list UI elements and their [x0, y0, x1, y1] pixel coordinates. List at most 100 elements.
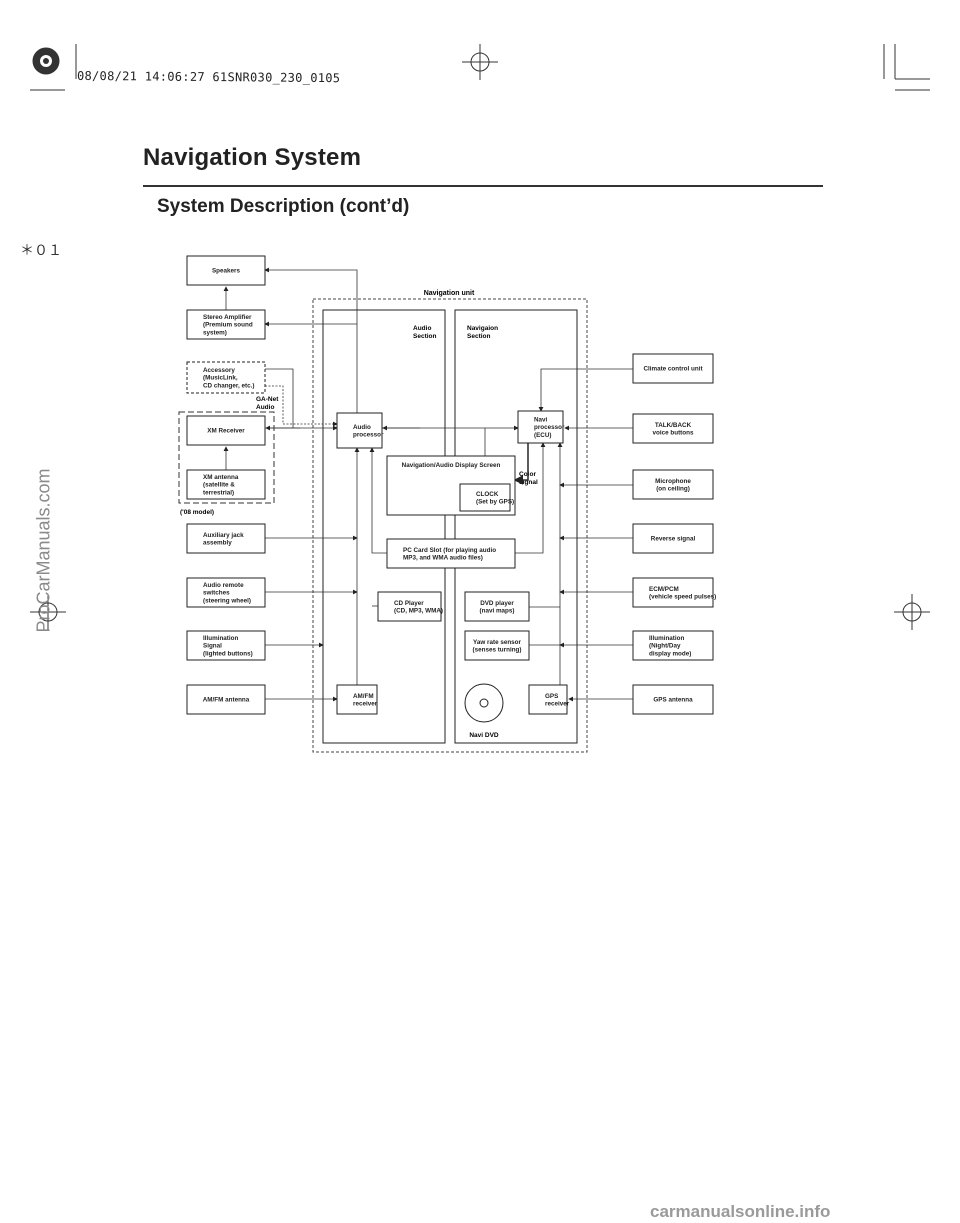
section-title: System Description (cont’d) — [157, 196, 410, 217]
audio-remote-label: switches — [203, 590, 230, 597]
audio-remote-label: Audio remote — [203, 582, 244, 589]
auxiliary-jack-label: assembly — [203, 540, 232, 547]
talk-back-label: voice buttons — [653, 430, 694, 437]
illumination-signal-box — [186, 630, 266, 661]
connection-lines — [223, 267, 633, 702]
audio-section-box — [322, 309, 446, 744]
speakers-label: Speakers — [212, 268, 241, 275]
xm-antenna-label: (satellite & — [203, 482, 235, 489]
audio-processor-label: processor — [353, 432, 384, 439]
gps-receiver-label: receiver — [545, 701, 570, 708]
gps-receiver-label: GPS — [545, 693, 558, 700]
accessory-label: CD changer, etc.) — [203, 383, 254, 390]
audio-section-label-line2: Section — [413, 333, 437, 340]
stereo-amplifier-box — [186, 309, 266, 340]
crosshair-top-center-icon — [462, 44, 498, 80]
illumination-night-day-label: (Night/Day — [649, 643, 681, 650]
microphone-label: (on ceiling) — [656, 486, 690, 493]
climate-control-box — [632, 353, 714, 384]
navi-processor-label: processor — [534, 424, 565, 431]
stereo-amplifier-label: Stereo Amplifier — [203, 314, 252, 321]
audio-remote-label: (steering wheel) — [203, 598, 251, 605]
clock-label: CLOCK — [476, 491, 499, 498]
watermark-procarmanuals: ProCarManuals.com — [33, 468, 54, 633]
pc-card-slot-label: PC Card Slot (for playing audio — [403, 547, 496, 554]
navigation-unit-label: Navigation unit — [424, 290, 475, 297]
crop-mark-top-left-icon — [30, 44, 77, 91]
gps-antenna-label: GPS antenna — [653, 697, 693, 704]
yaw-rate-sensor-label: (senses turning) — [473, 647, 522, 654]
audio-processor-box — [336, 412, 383, 449]
navi-dvd-label: Navi DVD — [469, 732, 499, 739]
navigation-section-label-line2: Section — [467, 333, 491, 340]
display-screen-label: Navigation/Audio Display Screen — [402, 462, 501, 469]
amfm-antenna-box — [186, 684, 266, 715]
speakers-box — [186, 255, 266, 286]
audio-remote-box — [186, 577, 266, 608]
illumination-night-day-label: display mode) — [649, 651, 691, 658]
navi-dvd-disc-icon — [464, 683, 504, 723]
dvd-player-label: DVD player — [480, 600, 514, 607]
dvd-player-label: (navi maps) — [480, 608, 515, 615]
reverse-signal-box — [632, 523, 714, 554]
microphone-box — [632, 469, 714, 500]
auxiliary-jack-label: Auxiliary jack — [203, 532, 244, 539]
gps-receiver-box — [528, 684, 568, 715]
accessory-box — [186, 361, 266, 394]
reverse-signal-label: Reverse signal — [651, 536, 696, 543]
illumination-signal-label: Signal — [203, 643, 222, 650]
talk-back-box — [632, 413, 714, 444]
pc-card-slot-label: MP3, and WMA audio files) — [403, 555, 483, 562]
microphone-label: Microphone — [655, 478, 691, 485]
accessory-label: (MusicLink, — [203, 375, 238, 382]
watermark-carmanualsonline: carmanualsonline.info — [650, 1202, 831, 1221]
title-divider — [143, 185, 823, 187]
gps-antenna-box — [632, 684, 714, 715]
xm-antenna-label: terrestrial) — [203, 490, 234, 497]
amfm-receiver-label: AM/FM — [353, 693, 374, 700]
xm-receiver-box — [186, 415, 266, 446]
navigation-section-box — [454, 309, 578, 744]
audio-section-label-line1: Audio — [413, 325, 431, 332]
stereo-amplifier-label: system) — [203, 330, 227, 337]
audio-processor-label: Audio — [353, 424, 371, 431]
crop-mark-top-right-icon — [883, 44, 930, 91]
illumination-signal-label: (lighted buttons) — [203, 651, 253, 658]
navi-processor-box — [517, 410, 564, 444]
cd-player-label: CD Player — [394, 600, 424, 607]
yaw-rate-sensor-box — [464, 630, 530, 661]
ga-net-label-line1: GA-Net — [256, 396, 279, 403]
xm-group-outline — [178, 411, 275, 504]
illumination-night-day-box — [632, 630, 714, 661]
crosshair-right-icon — [894, 594, 930, 630]
ecm-pcm-box — [632, 577, 714, 608]
illumination-signal-label: Illumination — [203, 635, 238, 642]
color-signal-label-line2: signal — [519, 479, 538, 486]
dvd-player-box — [464, 591, 530, 622]
clock-label: (Set by GPS) — [476, 499, 514, 506]
navigation-section-label-line1: Navigaion — [467, 325, 498, 332]
amfm-antenna-label: AM/FM antenna — [203, 697, 250, 704]
amfm-receiver-label: receiver — [353, 701, 378, 708]
yaw-rate-sensor-label: Yaw rate sensor — [473, 639, 522, 646]
illumination-night-day-label: Illumination — [649, 635, 684, 642]
cd-player-box — [377, 591, 442, 622]
page-marker: ＊０１ — [20, 243, 62, 259]
accessory-label: Accessory — [203, 367, 235, 374]
crosshair-left-icon — [30, 594, 66, 630]
model-note: ('08 model) — [180, 509, 214, 516]
xm-antenna-label: XM antenna — [203, 474, 239, 481]
pc-card-slot-box — [386, 538, 516, 569]
ecm-pcm-label: ECM/PCM — [649, 586, 679, 593]
xm-antenna-box — [186, 469, 266, 500]
navi-processor-label: Navi — [534, 416, 548, 423]
cd-player-label: (CD, MP3, WMA) — [394, 608, 443, 615]
navi-processor-label: (ECU) — [534, 432, 552, 439]
ecm-pcm-label: (vehicle speed pulses) — [649, 594, 716, 601]
talk-back-label: TALK/BACK — [655, 422, 692, 429]
navi-dvd-hole-icon — [479, 698, 489, 708]
